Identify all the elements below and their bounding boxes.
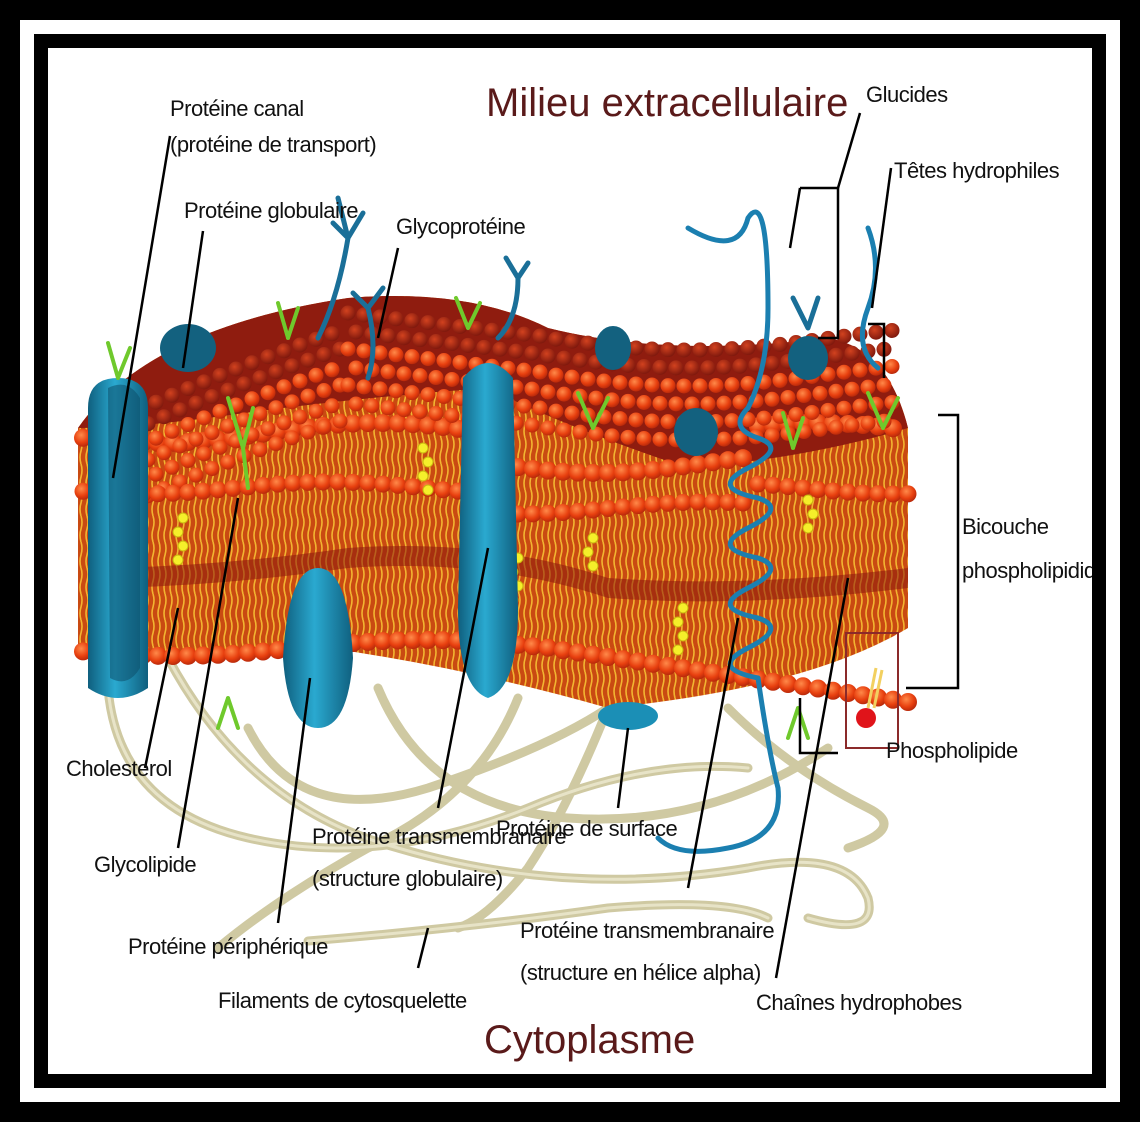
label-cholesterol: Cholesterol (66, 756, 172, 781)
label-bicouche-2: phospholipidique (962, 558, 1092, 583)
label-filaments: Filaments de cytosquelette (218, 988, 467, 1013)
surface-protein-top-2 (674, 408, 718, 456)
membrane-diagram: Milieu extracellulaire Cytoplasme Protéi… (48, 48, 1092, 1074)
label-chaines-hydrophobes: Chaînes hydrophobes (756, 990, 962, 1015)
cytoskeleton-filaments (108, 658, 884, 948)
channel-protein (88, 378, 148, 698)
surface-protein-top-3 (788, 336, 828, 380)
label-transmembranaire-glob-2: (structure globulaire) (312, 866, 503, 891)
title-top: Milieu extracellulaire (486, 81, 848, 125)
diagram-canvas: Milieu extracellulaire Cytoplasme Protéi… (48, 48, 1092, 1074)
label-bicouche-1: Bicouche (962, 514, 1049, 539)
label-glucides: Glucides (866, 82, 948, 107)
label-proteine-canal-2: (protéine de transport) (170, 132, 376, 157)
label-transmembranaire-helice-1: Protéine transmembranaire (520, 918, 774, 943)
label-transmembranaire-helice-2: (structure en hélice alpha) (520, 960, 761, 985)
label-proteine-surface: Protéine de surface (496, 816, 678, 841)
label-proteine-globulaire: Protéine globulaire (184, 198, 358, 223)
title-bottom: Cytoplasme (484, 1018, 695, 1062)
surface-protein-bottom (598, 702, 658, 730)
label-tetes-hydrophiles: Têtes hydrophiles (894, 158, 1060, 183)
label-proteine-canal-1: Protéine canal (170, 96, 304, 121)
surface-protein-top (595, 326, 631, 370)
label-phospholipide: Phospholipide (886, 738, 1018, 763)
label-glycoproteine: Glycoprotéine (396, 214, 526, 239)
label-glycolipide: Glycolipide (94, 852, 196, 877)
label-proteine-peripherique: Protéine périphérique (128, 934, 328, 959)
transmembrane-globular-protein (458, 363, 518, 698)
bilayer-bracket (906, 415, 958, 688)
